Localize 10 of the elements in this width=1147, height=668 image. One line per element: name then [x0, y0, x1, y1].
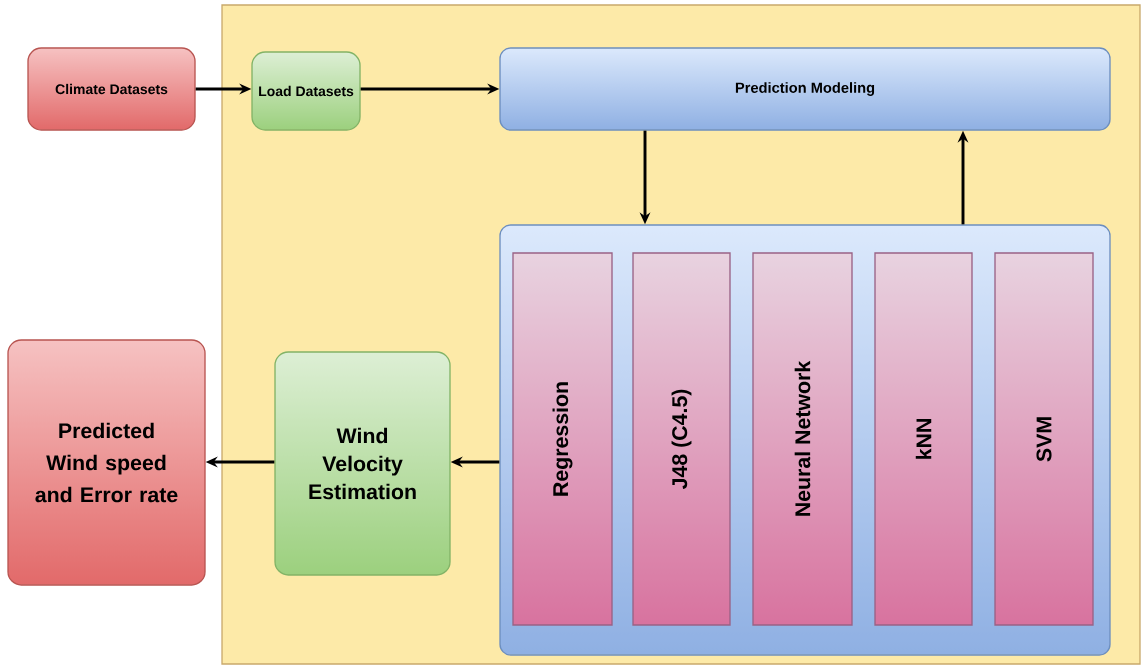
model-bar: Neural Network: [752, 252, 853, 626]
model-bar: SVM: [994, 252, 1094, 626]
output-box: Predicted Wind speed and Error rate: [7, 339, 206, 586]
process-box: Climate Datasets: [27, 47, 196, 131]
model-bar: Regression: [512, 252, 613, 626]
process-box: Wind Velocity Estimation: [274, 351, 451, 576]
model-bar: kNN: [874, 252, 973, 626]
model-bar: J48 (C4.5): [632, 252, 731, 626]
process-box: Prediction Modeling: [499, 47, 1111, 131]
process-box: Load Datasets: [251, 51, 361, 131]
